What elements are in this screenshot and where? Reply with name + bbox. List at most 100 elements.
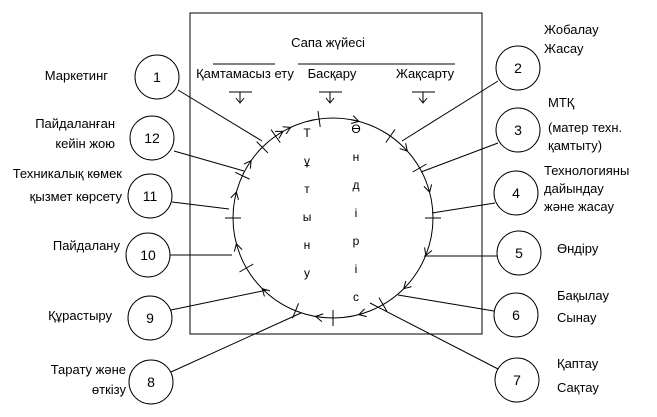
connector-line-7 [369, 302, 501, 371]
vertical-right-letter: с [353, 290, 359, 304]
stage-number-1: 1 [153, 69, 161, 85]
function-label-manage: Басқару [308, 66, 357, 81]
stage-label-11: Техникалық көмек [13, 166, 123, 181]
stage-label-4: Технологияны [544, 163, 629, 178]
stage-number-10: 10 [140, 247, 156, 263]
stage-label-12: Пайдаланған [35, 116, 115, 131]
vertical-right-letter: і [355, 206, 358, 220]
vertical-left-letter: ұ [304, 154, 310, 168]
connector-line-6 [397, 294, 495, 312]
stage-label-3: қамтыту) [548, 138, 602, 153]
function-arrow-manage [319, 91, 342, 104]
connector-line-2 [401, 80, 499, 142]
loop-arrowhead [230, 191, 239, 201]
vertical-left-letter: т [304, 182, 310, 196]
connector-line-4 [431, 202, 496, 214]
stage-label-4: және жасау [544, 199, 614, 214]
stage-circle-12 [129, 115, 175, 161]
stage-label-1: Маркетинг [45, 68, 108, 83]
connectors [170, 80, 501, 373]
vertical-right-letter: Ө [351, 122, 360, 136]
stage-label-7: Қаптау [557, 356, 599, 371]
loop-arrowhead [243, 159, 252, 169]
loop-arrowhead [233, 242, 243, 252]
function-label-improve: Жақсарту [396, 66, 455, 81]
stage-label-2: Жобалау [544, 22, 599, 37]
stage-label-5: Өндіру [557, 241, 599, 256]
loop-tick [412, 163, 427, 173]
stage-circle-8 [128, 359, 174, 405]
stage-number-11: 11 [143, 188, 158, 204]
stage-number-8: 8 [147, 374, 155, 390]
stage-number-5: 5 [515, 245, 523, 261]
connector-line-12 [173, 150, 245, 172]
quality-system-box [189, 12, 483, 335]
stage-circle-2 [495, 45, 541, 91]
stage-label-2: Жасау [544, 41, 584, 56]
stage-circle-5 [496, 230, 542, 276]
vertical-left-letter: у [304, 266, 310, 280]
stage-label-10: Пайдалану [53, 238, 121, 253]
stage-circle-1 [134, 54, 180, 100]
loop-arrowhead [350, 115, 360, 124]
stage-number-2: 2 [514, 60, 522, 76]
vertical-right-letter: д [352, 178, 359, 192]
loop-tick [292, 303, 299, 319]
stage-number-3: 3 [514, 122, 522, 138]
stage-circle-6 [493, 292, 539, 338]
stage-number-9: 9 [146, 310, 154, 326]
stage-number-12: 12 [144, 130, 160, 146]
stage-circle-7 [494, 357, 540, 403]
stage-number-7: 7 [513, 372, 521, 388]
stage-circle-9 [127, 295, 173, 341]
vertical-right-letter: н [353, 150, 360, 164]
stage-circle-3 [495, 107, 541, 153]
box-title: Сапа жүйесі [291, 35, 365, 50]
loop-arrowhead [423, 184, 433, 194]
loop-arrowhead [357, 308, 367, 318]
connector-line-1 [177, 89, 263, 142]
stage-label-11: қызмет көрсету [30, 189, 123, 204]
stage-label-3: (матер техн. [548, 120, 622, 135]
function-arrow-provide [229, 91, 252, 104]
function-arrow-improve [412, 91, 435, 104]
loop-tick [378, 297, 388, 312]
loop-tick [317, 110, 321, 127]
stage-label-7: Сақтау [557, 380, 599, 395]
stage-circle-11 [127, 173, 173, 219]
stage-circle-4 [493, 170, 539, 216]
connector-line-8 [170, 312, 302, 373]
loop-tick [270, 129, 281, 143]
stage-circle-10 [125, 232, 171, 278]
loop-arrowhead [402, 280, 412, 290]
loop-arrowhead [274, 130, 284, 139]
loop-tick [385, 129, 396, 143]
stage-label-3: МТҚ [548, 95, 575, 110]
loop-arrowhead [282, 126, 292, 135]
stage-label-6: Сынау [557, 310, 597, 325]
stage-label-8: Тарату және [51, 362, 126, 377]
loop-arrowhead [399, 143, 408, 152]
vertical-left-letter: Т [303, 126, 311, 140]
connector-line-11 [171, 201, 230, 210]
vertical-left-letter: ы [303, 210, 312, 224]
loop-tick [239, 263, 254, 273]
stage-label-8: өткізу [92, 382, 127, 397]
loop-arrowhead [261, 287, 271, 297]
connector-line-3 [420, 142, 499, 173]
stage-label-4: дайындау [544, 181, 604, 196]
loop-arrowhead [424, 247, 433, 257]
vertical-right-letter: р [353, 234, 360, 248]
function-label-provide: Қамтамасыз ету [196, 66, 294, 81]
loop-arrowhead [314, 313, 324, 323]
connector-line-9 [170, 289, 268, 311]
stage-label-9: Құрастыру [48, 308, 112, 323]
loop-marks [225, 110, 441, 326]
loop-tick [256, 141, 269, 154]
stage-label-6: Бақылау [557, 288, 609, 303]
